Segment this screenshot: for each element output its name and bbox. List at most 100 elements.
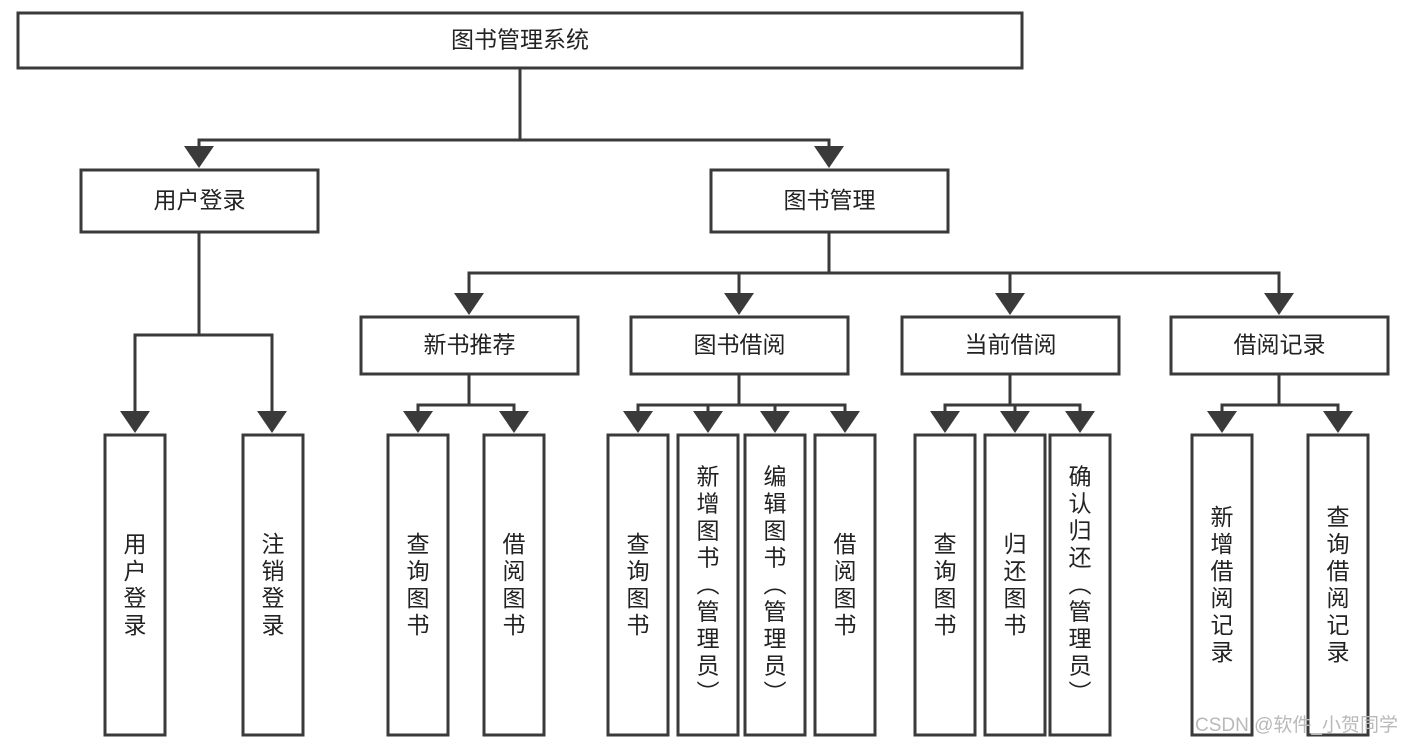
node-label: 注销登录 [262, 531, 285, 638]
node-leaf-4[interactable]: 查询图书 [606, 433, 670, 737]
node-box[interactable] [482, 433, 546, 737]
node-level3-0[interactable]: 新书推荐 [359, 315, 580, 376]
node-level2-0[interactable]: 用户登录 [79, 168, 320, 234]
node-leaf-1[interactable]: 注销登录 [241, 433, 305, 737]
node-label: 确认归还︵管理员︶ [1069, 464, 1092, 706]
node-box[interactable] [16, 11, 1024, 70]
node-level3-2[interactable]: 当前借阅 [900, 315, 1121, 376]
node-label: 编辑图书︵管理员︶ [764, 464, 787, 706]
node-box[interactable] [629, 315, 850, 376]
connector-layer [120, 68, 1353, 433]
node-box[interactable] [676, 433, 740, 737]
arrow-head-icon [1207, 411, 1237, 433]
csdn-watermark: CSDN @软件_小贺同学 [1195, 714, 1398, 736]
connector-line [827, 232, 1281, 293]
node-label: 查询图书 [934, 531, 957, 638]
connector-line [518, 68, 831, 146]
arrow-head-icon [623, 411, 653, 433]
node-level3-1[interactable]: 图书借阅 [629, 315, 850, 376]
node-box[interactable] [386, 433, 450, 737]
node-label: 归还图书 [1004, 531, 1027, 638]
arrow-head-icon [995, 293, 1025, 315]
arrow-head-icon [499, 411, 529, 433]
connector-line [416, 374, 471, 411]
connector-line [737, 232, 831, 293]
node-box[interactable] [900, 315, 1121, 376]
node-label: 图书借阅 [694, 332, 786, 358]
node-box[interactable] [709, 168, 950, 234]
node-level2-1[interactable]: 图书管理 [709, 168, 950, 234]
node-leaf-0[interactable]: 用户登录 [103, 433, 167, 737]
node-box[interactable] [813, 433, 877, 737]
node-root-0[interactable]: 图书管理系统 [16, 11, 1024, 70]
node-label: 新增借阅记录 [1211, 504, 1234, 665]
connector-新书推荐-to-借阅图书 [467, 374, 529, 433]
node-leaf-3[interactable]: 借阅图书 [482, 433, 546, 737]
node-box[interactable] [1306, 433, 1370, 737]
node-leaf-11[interactable]: 新增借阅记录 [1190, 433, 1254, 737]
node-label: 当前借阅 [965, 332, 1057, 358]
arrow-head-icon [830, 411, 860, 433]
arrow-head-icon [930, 411, 960, 433]
connector-line [1277, 374, 1340, 411]
node-box[interactable] [241, 433, 305, 737]
arrow-head-icon [1264, 293, 1294, 315]
node-box[interactable] [983, 433, 1047, 737]
node-level3-3[interactable]: 借阅记录 [1169, 315, 1390, 376]
node-box[interactable] [1190, 433, 1254, 737]
node-box[interactable] [606, 433, 670, 737]
arrow-head-icon [1000, 411, 1030, 433]
node-label: 用户登录 [124, 531, 147, 638]
connector-line [467, 232, 831, 293]
arrow-head-icon [724, 293, 754, 315]
node-box[interactable] [913, 433, 977, 737]
node-leaf-2[interactable]: 查询图书 [386, 433, 450, 737]
node-label: 图书管理系统 [451, 27, 589, 53]
node-leaf-12[interactable]: 查询借阅记录 [1306, 433, 1370, 737]
node-leaf-7[interactable]: 借阅图书 [813, 433, 877, 737]
arrow-head-icon [454, 293, 484, 315]
arrow-head-icon [693, 411, 723, 433]
connector-新书推荐-to-查询图书 [403, 374, 471, 433]
connector-line [943, 374, 1012, 411]
connector-图书管理系统-to-图书管理 [518, 68, 844, 168]
connector-图书管理-to-借阅记录 [827, 232, 1294, 315]
node-leaf-10[interactable]: 确认归还︵管理员︶ [1048, 433, 1112, 737]
connector-借阅记录-to-新增借阅记录 [1207, 374, 1281, 433]
node-label: 借阅图书 [503, 531, 526, 638]
node-leaf-5[interactable]: 新增图书︵管理员︶ [676, 433, 740, 737]
node-box[interactable] [1048, 433, 1112, 737]
node-leaf-6[interactable]: 编辑图书︵管理员︶ [743, 433, 807, 737]
node-box[interactable] [79, 168, 320, 234]
node-box[interactable] [743, 433, 807, 737]
node-label: 借阅图书 [834, 531, 857, 638]
node-label: 新增图书︵管理员︶ [697, 464, 720, 706]
node-label: 用户登录 [154, 187, 246, 213]
node-label: 图书管理 [784, 187, 876, 213]
arrow-head-icon [1065, 411, 1095, 433]
node-leaf-8[interactable]: 查询图书 [913, 433, 977, 737]
node-label: 查询图书 [627, 531, 650, 638]
node-box[interactable] [1169, 315, 1390, 376]
connector-用户登录-to-注销登录 [197, 232, 287, 433]
connector-line [706, 374, 741, 411]
arrow-head-icon [814, 146, 844, 168]
arrow-head-icon [120, 411, 150, 433]
node-leaf-9[interactable]: 归还图书 [983, 433, 1047, 737]
node-box[interactable] [359, 315, 580, 376]
connector-当前借阅-to-确认归还（管理员） [1008, 374, 1095, 433]
arrow-head-icon [403, 411, 433, 433]
connector-当前借阅-to-查询图书 [930, 374, 1012, 433]
connector-用户登录-to-用户登录 [120, 232, 201, 433]
connector-line [737, 374, 847, 411]
connector-line [197, 68, 522, 146]
connector-line [827, 232, 1012, 293]
connector-line [133, 232, 201, 411]
node-box[interactable] [103, 433, 167, 737]
connector-图书管理-to-图书借阅 [724, 232, 831, 315]
connector-line [467, 374, 516, 411]
node-label: 新书推荐 [424, 332, 516, 358]
connector-借阅记录-to-查询借阅记录 [1277, 374, 1353, 433]
